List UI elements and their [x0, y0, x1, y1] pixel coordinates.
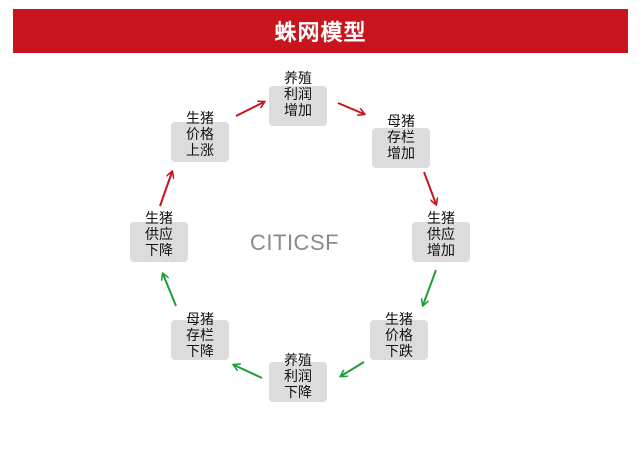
node-supply-down: 生猪 供应 下降 [145, 211, 173, 259]
node-bg-price-down [370, 320, 428, 360]
arrow-price-up-to-profit-up [235, 102, 264, 117]
node-bg-supply-up [412, 222, 470, 262]
diagram-title: 蛛网模型 [274, 21, 367, 46]
title-bar: 蛛网模型 [13, 9, 628, 53]
node-supply-up: 生猪 供应 增加 [427, 211, 455, 259]
node-price-up: 生猪 价格 上涨 [186, 111, 214, 159]
node-sow-down: 母猪 存栏 下降 [186, 312, 214, 360]
node-bg-profit-up [269, 86, 327, 126]
node-bg-sow-up [372, 128, 430, 168]
node-profit-up: 养殖 利润 增加 [284, 71, 312, 119]
arrow-sow-down-to-supply-down [163, 274, 177, 307]
arrow-supply-down-to-price-up [159, 172, 172, 207]
arrow-supply-up-to-price-down [423, 269, 437, 305]
node-bg-sow-down [171, 320, 229, 360]
node-price-down: 生猪 价格 下跌 [385, 312, 413, 360]
arrow-profit-down-to-sow-down [234, 365, 263, 379]
node-bg-profit-down [269, 362, 327, 402]
arrow-sow-up-to-supply-up [423, 171, 436, 204]
node-bg-price-up [171, 122, 229, 162]
node-profit-down: 养殖 利润 下降 [284, 353, 312, 401]
arrow-profit-up-to-sow-up [337, 102, 364, 114]
arrow-price-down-to-profit-down [341, 361, 365, 376]
watermark-text: CITICSF [250, 230, 340, 255]
node-sow-up: 母猪 存栏 增加 [387, 114, 415, 162]
node-bg-supply-down [130, 222, 188, 262]
